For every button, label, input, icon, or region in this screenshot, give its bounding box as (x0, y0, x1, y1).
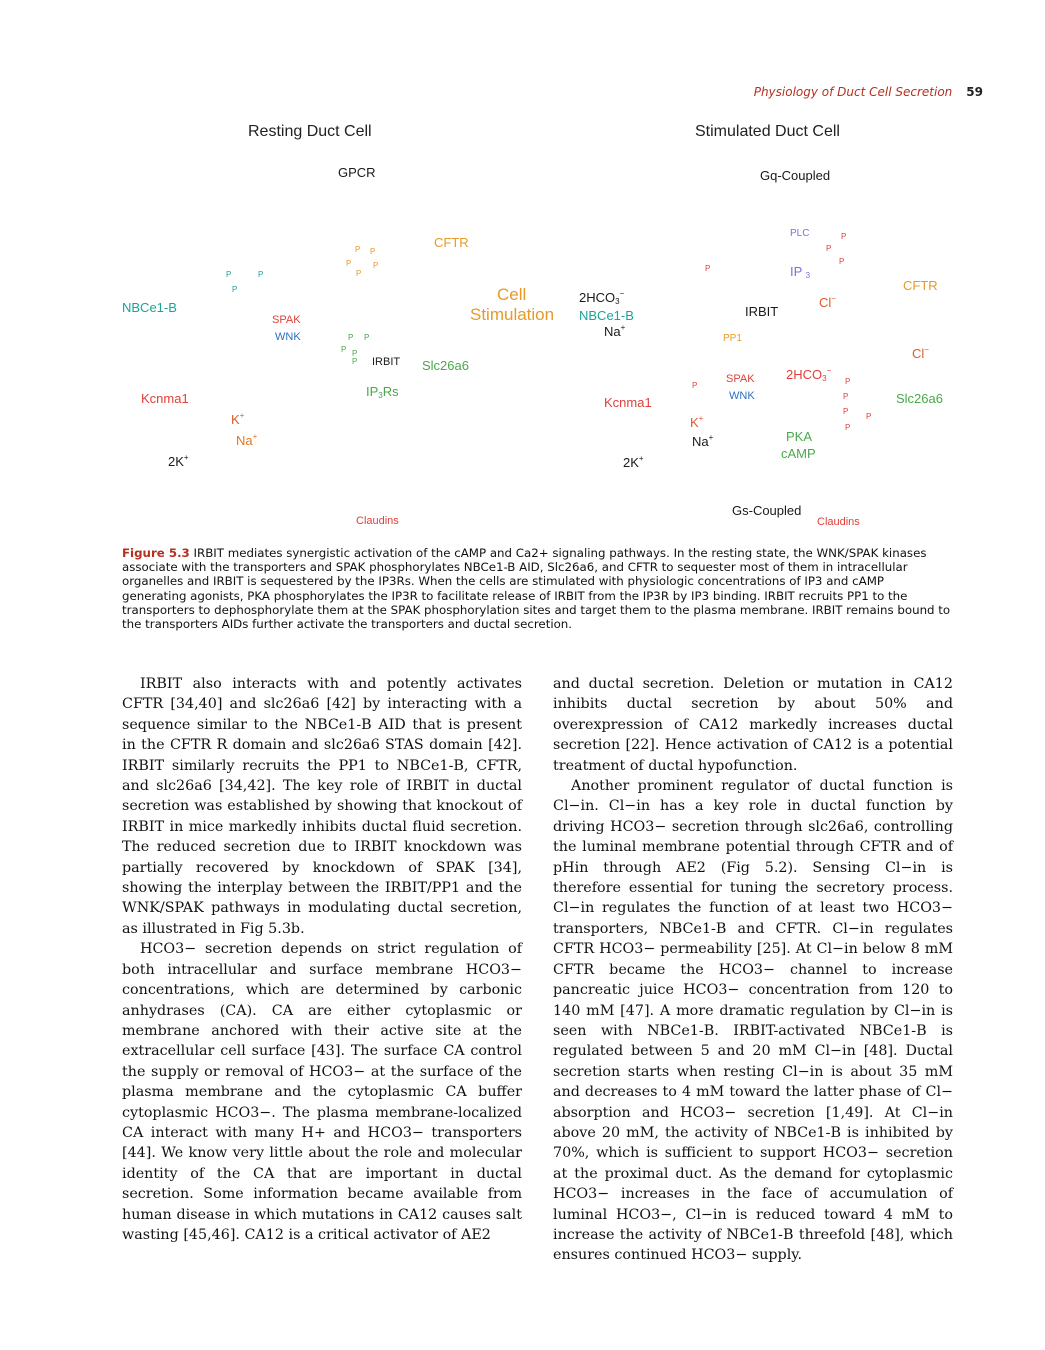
left-ip3rs-label: IP3Rs (366, 384, 399, 400)
phospho-mark: P (692, 381, 698, 390)
body-column-right: and ductal secretion. Deletion or mutati… (553, 674, 953, 1266)
page-number: 59 (966, 85, 983, 99)
body-column-left: IRBIT also interacts with and potently a… (122, 674, 522, 1245)
right-claudins-label: Claudins (817, 516, 860, 528)
left-wnk-label: WNK (275, 331, 301, 343)
phospho-mark: P (866, 412, 872, 421)
phospho-mark: P (348, 333, 354, 342)
phospho-mark: P (705, 264, 711, 273)
right-camp-label: cAMP (781, 446, 816, 461)
left-slc26a6-label: Slc26a6 (422, 358, 469, 373)
right-cl-mid-label: Cl− (912, 345, 929, 361)
figure-caption-text: IRBIT mediates synergistic activation of… (122, 546, 951, 632)
paragraph: Another prominent regulator of ductal fu… (553, 778, 953, 1264)
paragraph: IRBIT also interacts with and potently a… (122, 676, 522, 937)
phospho-mark: P (373, 261, 379, 270)
phospho-mark: P (355, 245, 361, 254)
right-slc26a6-label: Slc26a6 (896, 391, 943, 406)
paragraph: HCO3− secretion depends on strict regula… (122, 941, 522, 1243)
left-spak-label: SPAK (272, 314, 301, 326)
phospho-mark: P (843, 392, 849, 401)
left-claudins-label: Claudins (356, 515, 399, 527)
left-panel-title: Resting Duct Cell (248, 123, 372, 140)
phospho-mark: P (258, 270, 264, 279)
phospho-mark: P (226, 270, 232, 279)
right-cl-top-label: Cl− (819, 294, 836, 310)
phospho-mark: P (845, 423, 851, 432)
right-2hco3-inner-label: 2HCO3− (786, 366, 832, 383)
cell-stimulation-line1: Cell (497, 285, 527, 304)
phospho-mark: P (845, 377, 851, 386)
phospho-mark: P (364, 333, 370, 342)
left-nbce1b-label: NBCe1-B (122, 300, 177, 315)
right-panel-title: Stimulated Duct Cell (695, 123, 840, 140)
phospho-mark: P (370, 247, 376, 256)
figure-caption: Figure 5.3 IRBIT mediates synergistic ac… (122, 546, 952, 631)
right-2k-label: 2K+ (623, 454, 644, 470)
running-header: Physiology of Duct Cell Secretion 59 (754, 85, 983, 99)
left-gpcr-label: GPCR (338, 165, 376, 180)
right-2hco3-label: 2HCO3− (579, 289, 625, 306)
right-na-label: Na+ (692, 433, 714, 449)
right-na-top-label: Na+ (604, 323, 626, 339)
left-2k-label: 2K+ (168, 453, 189, 469)
left-na-label: Na+ (236, 432, 258, 448)
right-wnk-label: WNK (729, 390, 755, 402)
right-nbce1b-label: NBCe1-B (579, 308, 634, 323)
right-pp1-label: PP1 (723, 333, 742, 344)
left-kcnma1-label: Kcnma1 (141, 391, 189, 406)
phospho-mark: P (346, 259, 352, 268)
left-irbit-label: IRBIT (372, 356, 401, 368)
phospho-mark: P (352, 349, 358, 358)
phospho-mark: P (356, 269, 362, 278)
right-gq-label: Gq-Coupled (760, 168, 831, 183)
left-cftr-label: CFTR (434, 235, 469, 250)
running-title: Physiology of Duct Cell Secretion (753, 85, 953, 99)
right-spak-label: SPAK (726, 373, 755, 385)
phospho-mark: P (232, 285, 238, 294)
right-ip3-label: IP 3 (790, 264, 811, 280)
right-gs-label: Gs-Coupled (732, 503, 802, 518)
right-plc-label: PLC (790, 228, 810, 239)
right-pka-label: PKA (786, 429, 813, 444)
phospho-mark: P (826, 244, 832, 253)
phospho-mark: P (352, 357, 358, 366)
phospho-mark: P (341, 345, 347, 354)
phospho-mark: P (843, 407, 849, 416)
right-k-label: K+ (690, 414, 704, 430)
phospho-mark: P (839, 257, 845, 266)
paragraph: and ductal secretion. Deletion or mutati… (553, 676, 953, 774)
right-cftr-label: CFTR (903, 278, 938, 293)
left-k-label: K+ (231, 411, 245, 427)
cell-stimulation-line2: Stimulation (470, 305, 555, 324)
right-irbit-label: IRBIT (745, 304, 779, 319)
phospho-mark: P (841, 232, 847, 241)
figure-label: Figure 5.3 (122, 546, 190, 560)
right-kcnma1-label: Kcnma1 (604, 395, 652, 410)
